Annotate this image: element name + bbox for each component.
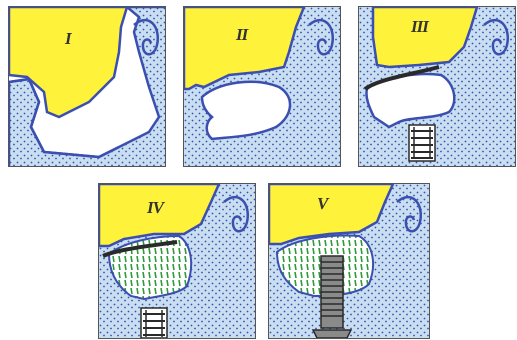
panel-stage-5: V: [268, 183, 430, 339]
stage-5-diagram: [269, 184, 430, 339]
stage-4-diagram: [99, 184, 256, 339]
ossicle-columella: [409, 125, 435, 161]
stage-1-diagram: [9, 7, 166, 167]
stage-2-diagram: [184, 7, 341, 167]
stage-label: III: [411, 17, 428, 37]
stage-label: IV: [147, 198, 163, 218]
panel-stage-1: I: [8, 6, 166, 167]
stage-label: I: [65, 29, 71, 49]
stage-label: II: [236, 25, 247, 45]
panel-stage-3: III: [358, 6, 516, 167]
panel-stage-2: II: [183, 6, 341, 167]
stage-3-diagram: [359, 7, 516, 167]
panel-stage-4: IV: [98, 183, 256, 339]
ossicle-columella: [141, 308, 167, 338]
stage-label: V: [317, 194, 327, 214]
